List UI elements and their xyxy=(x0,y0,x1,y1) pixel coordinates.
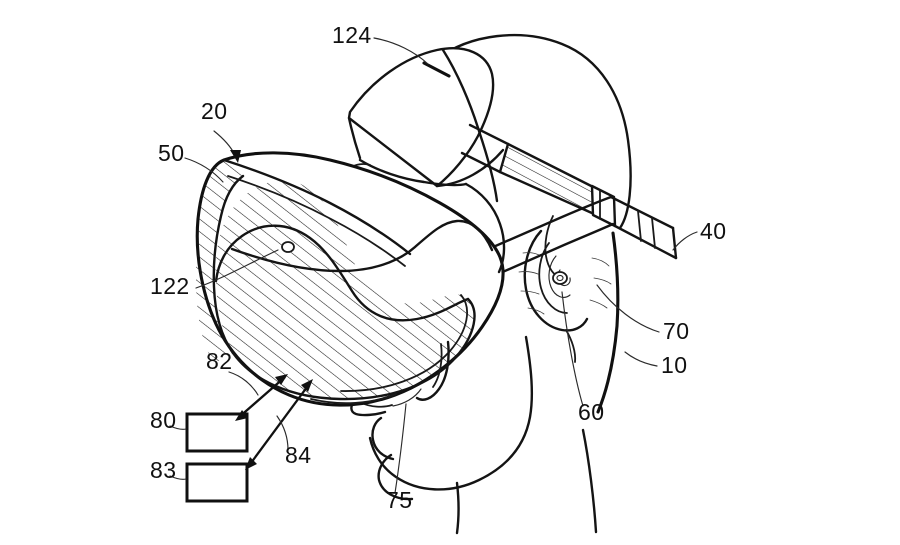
visor-nose-relief-outer xyxy=(415,340,450,401)
headband-crown-slot xyxy=(422,61,451,78)
ref-numeral-60: 60 xyxy=(578,399,604,425)
ref-numeral-83: 83 xyxy=(150,457,176,483)
block-83-box[interactable] xyxy=(185,462,249,503)
coupling-arrow-82-head-top xyxy=(275,374,288,385)
ref-numeral-50: 50 xyxy=(158,140,184,166)
visor-lens-right-inner xyxy=(340,294,468,392)
strap-tail-lower-edge xyxy=(469,222,615,288)
coupling-arrow-82 xyxy=(237,376,286,419)
cheek-crease xyxy=(392,388,422,407)
ear-hair-stroke-2 xyxy=(518,271,539,275)
visor-brow-ridge xyxy=(222,158,412,256)
leader-70 xyxy=(596,284,660,333)
leader-124 xyxy=(373,37,429,65)
head-nape-outline xyxy=(596,231,620,414)
strap-rib-left-cap xyxy=(498,142,510,174)
ear-antihelix xyxy=(548,255,571,298)
leader-10 xyxy=(624,351,658,367)
ref-numeral-10: 10 xyxy=(661,352,687,378)
ear-outer-helix xyxy=(523,229,589,332)
ear-hair-stroke-7 xyxy=(589,299,608,309)
strap-right-lower-edge xyxy=(613,224,678,260)
leader-20-arrowhead xyxy=(230,150,241,163)
coupling-arrows-group xyxy=(235,374,313,470)
strap-left-lower-edge xyxy=(460,151,502,174)
lip-outline xyxy=(371,416,395,461)
earpiece-bud-inner xyxy=(556,274,564,282)
ref-numeral-20: 20 xyxy=(201,98,227,124)
ref-numeral-75: 75 xyxy=(386,487,412,513)
leader-83 xyxy=(169,475,187,480)
ref-numeral-122: 122 xyxy=(150,273,190,299)
leader-84 xyxy=(276,415,289,451)
face-profile-group xyxy=(350,376,422,501)
coupling-arrow-82-head-bottom xyxy=(235,410,248,421)
ref-numeral-82: 82 xyxy=(206,348,232,374)
strap-adjust-notch-a xyxy=(637,210,642,242)
leader-40 xyxy=(672,231,698,251)
strap-left-upper-edge xyxy=(468,123,510,146)
leader-122 xyxy=(195,249,279,289)
ref-numeral-70: 70 xyxy=(663,318,689,344)
ref-numeral-84: 84 xyxy=(285,442,311,468)
headband-lower-front-edge xyxy=(347,116,362,160)
headband-rear-link xyxy=(435,148,505,188)
head-jaw-outline xyxy=(368,335,534,491)
headband-crown-panel xyxy=(347,47,495,188)
leader-50 xyxy=(184,157,224,183)
visor-group xyxy=(195,151,506,407)
strap-tail-upper-edge xyxy=(466,195,613,260)
leader-60 xyxy=(561,291,584,407)
ref-numeral-124: 124 xyxy=(332,22,372,48)
earpiece-group xyxy=(544,215,568,285)
visor-nose-relief-inner xyxy=(432,343,443,388)
headband-front-arm xyxy=(358,158,468,187)
leader-80 xyxy=(169,425,187,430)
chin-outline xyxy=(377,453,414,501)
visor-rim-inner-edge xyxy=(212,174,245,355)
leader-75 xyxy=(394,403,407,494)
ref-numeral-40: 40 xyxy=(700,218,726,244)
ear-hair-stroke-5 xyxy=(591,257,610,267)
ear-hair-stroke-4 xyxy=(527,307,545,315)
visor-right-shell-edge xyxy=(464,182,506,274)
reference-numerals-group: 124 20 50 122 40 70 10 60 75 82 80 83 84 xyxy=(150,22,726,513)
neck-front-line xyxy=(455,481,460,535)
visor-lower-lip xyxy=(310,393,397,405)
coupling-arrow-84-head-top xyxy=(301,379,313,392)
ear-hair-stroke-3 xyxy=(520,290,540,295)
leader-lines-group xyxy=(169,37,698,494)
ear-hair-stroke-6 xyxy=(593,277,612,285)
coupling-arrow-84-head-bottom xyxy=(245,457,257,470)
headband-crown-right-edge xyxy=(441,48,499,203)
strap-right-end-cap xyxy=(671,226,678,260)
ref-numeral-80: 80 xyxy=(150,407,176,433)
strap-adjust-notch-b xyxy=(651,217,656,249)
neck-back-line xyxy=(581,428,598,534)
strap-right-upper-edge xyxy=(609,195,675,230)
coupling-arrow-84 xyxy=(247,382,311,468)
leader-82 xyxy=(228,371,259,396)
head-group xyxy=(368,34,632,535)
visor-lens-right-boundary xyxy=(229,297,476,401)
head-crown-outline xyxy=(435,34,632,230)
sensor-aperture-icon xyxy=(281,241,295,253)
headband-group xyxy=(347,47,505,203)
ear-group xyxy=(518,229,612,363)
